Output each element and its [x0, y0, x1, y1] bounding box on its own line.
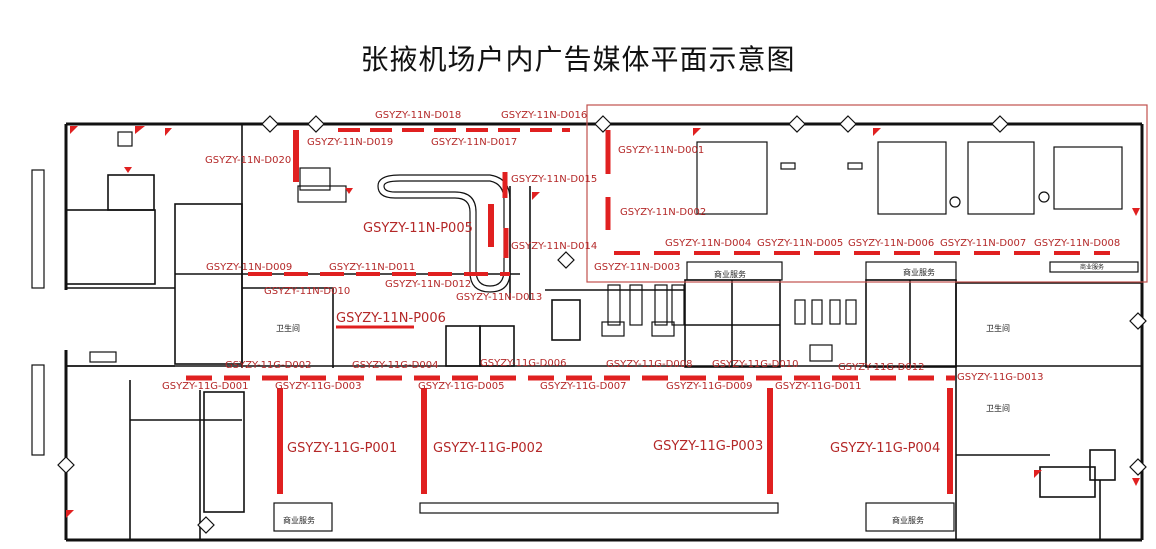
label-g003: GSYZY-11G-D003	[275, 381, 361, 392]
label-d009: GSYZY-11N-D009	[206, 262, 292, 273]
label-d006: GSYZY-11N-D006	[848, 238, 934, 249]
label-d001: GSYZY-11N-D001	[618, 145, 704, 156]
label-g006: GSYZY-11G-D006	[480, 358, 566, 369]
label-gp001: GSYZY-11G-P001	[287, 441, 397, 456]
label-g012: GSYZY-11G-D012	[838, 362, 924, 373]
label-d002: GSYZY-11N-D002	[620, 207, 706, 218]
inner-walls	[65, 124, 1142, 540]
label-d014: GSYZY-11N-D014	[511, 241, 597, 252]
label-g011: GSYZY-11G-D011	[775, 381, 861, 392]
label-gp002: GSYZY-11G-P002	[433, 441, 543, 456]
service-label-north-1: 商业服务	[714, 269, 746, 279]
label-g004: GSYZY-11G-D004	[352, 360, 438, 371]
label-g008: GSYZY-11G-D008	[606, 359, 692, 370]
highlight-region	[586, 104, 1148, 283]
service-label-north-2: 商业服务	[903, 267, 935, 277]
label-d010: GSYZY-11N-D010	[264, 286, 350, 297]
ad-positions	[186, 128, 1110, 494]
label-d019: GSYZY-11N-D019	[307, 137, 393, 148]
label-p006: GSYZY-11N-P006	[336, 311, 446, 326]
label-d016: GSYZY-11N-D016	[501, 110, 587, 121]
label-g001: GSYZY-11G-D001	[162, 381, 248, 392]
label-g013: GSYZY-11G-D013	[957, 372, 1043, 383]
label-d012: GSYZY-11N-D012	[385, 279, 471, 290]
label-d013: GSYZY-11N-D013	[456, 292, 542, 303]
label-d003: GSYZY-11N-D003	[594, 262, 680, 273]
outer-walls	[64, 122, 1144, 542]
label-p005: GSYZY-11N-P005	[363, 221, 473, 236]
label-g010: GSYZY-11G-D010	[712, 359, 798, 370]
room-labels: 卫生间 卫生间 卫生间 商业服务 商业服务 商业服务 商业服务 商业服务	[276, 263, 1104, 525]
diagram-title: 张掖机场户内广告媒体平面示意图	[360, 43, 796, 76]
label-d020: GSYZY-11N-D020	[205, 155, 291, 166]
label-gp004: GSYZY-11G-P004	[830, 441, 940, 456]
toilet-label-east-lower: 卫生间	[986, 403, 1010, 413]
label-g009: GSYZY-11G-D009	[666, 381, 752, 392]
service-label-south-2: 商业服务	[892, 515, 924, 525]
label-d007: GSYZY-11N-D007	[940, 238, 1026, 249]
label-g005: GSYZY-11G-D005	[418, 381, 504, 392]
door-markers	[57, 115, 1147, 534]
red-markers	[66, 126, 1140, 518]
fixtures	[31, 131, 1139, 532]
service-label-north-3: 商业服务	[1080, 263, 1104, 271]
label-d017: GSYZY-11N-D017	[431, 137, 517, 148]
service-label-south-1: 商业服务	[283, 515, 315, 525]
label-d011: GSYZY-11N-D011	[329, 262, 415, 273]
ad-labels: GSYZY-11N-D018 GSYZY-11N-D016 GSYZY-11N-…	[162, 110, 1120, 456]
toilet-label-west: 卫生间	[276, 323, 300, 333]
label-d018: GSYZY-11N-D018	[375, 110, 461, 121]
label-d005: GSYZY-11N-D005	[757, 238, 843, 249]
toilet-label-east-upper: 卫生间	[986, 323, 1010, 333]
label-g007: GSYZY-11G-D007	[540, 381, 626, 392]
label-gp003: GSYZY-11G-P003	[653, 439, 763, 454]
label-d015: GSYZY-11N-D015	[511, 174, 597, 185]
label-d004: GSYZY-11N-D004	[665, 238, 751, 249]
label-d008: GSYZY-11N-D008	[1034, 238, 1120, 249]
label-g002: GSYZY-11G-D002	[225, 360, 311, 371]
